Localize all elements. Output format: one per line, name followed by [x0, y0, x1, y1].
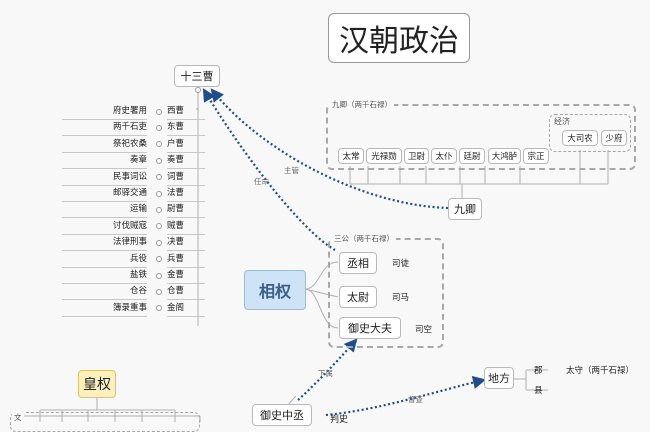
- sangong-taiwei: 太尉: [339, 286, 377, 308]
- difang-jun-note: 太守（两千石禄）: [566, 366, 635, 376]
- collapse-toggle-icon[interactable]: [156, 190, 162, 197]
- difang-xian: 县: [534, 386, 543, 396]
- cao-name: 奏曹: [167, 153, 205, 170]
- sangong-taiwei-note: 司马: [392, 293, 410, 303]
- cao-name: 西曹: [167, 104, 205, 120]
- cao-name: 词曹: [167, 170, 205, 186]
- shisancao-node: 十三曹: [174, 65, 220, 87]
- sangong-chengxiang-note: 司徒: [392, 259, 410, 269]
- cao-name: 户曹: [167, 137, 205, 153]
- jingji-member-shaofu: 少府: [601, 130, 627, 146]
- jiuqing-member: 廷尉: [459, 148, 485, 164]
- cao-duty: 府史署用: [62, 104, 147, 120]
- jingji-label: 经济: [552, 116, 572, 127]
- cao-duty: 两千石吏: [62, 120, 147, 137]
- collapse-toggle-icon[interactable]: [156, 272, 162, 279]
- difang-jun: 郡: [534, 366, 543, 376]
- sangong-yushidafu-note: 司空: [415, 325, 433, 335]
- connector-layer: [14, 88, 609, 422]
- cao-name: 贼曹: [167, 219, 205, 235]
- collapse-toggle-icon[interactable]: [156, 223, 162, 230]
- huangquan-children-group: [10, 412, 200, 432]
- edge-label-ducha: 督查: [408, 395, 423, 404]
- xiangquan-node: 相权: [244, 270, 306, 310]
- collapse-toggle-icon[interactable]: [156, 305, 162, 312]
- collapse-toggle-icon[interactable]: [156, 256, 162, 263]
- collapse-toggle-icon[interactable]: [156, 108, 162, 115]
- cao-duty: 运输: [62, 202, 147, 219]
- jiuqing-group-label: 九卿（两千石禄）: [330, 99, 394, 110]
- cao-duty: 奏章: [62, 153, 147, 170]
- cao-name: 金曹: [167, 268, 205, 284]
- collapse-toggle-icon[interactable]: [156, 288, 162, 295]
- cao-name: 仓曹: [167, 284, 205, 301]
- edge-label-panshi: 判史: [330, 415, 349, 425]
- jiuqing-member: 太常: [338, 148, 364, 164]
- collapse-toggle-icon[interactable]: [156, 141, 162, 148]
- jingji-group: [549, 114, 631, 152]
- huangquan-cut-label: 文: [12, 412, 24, 423]
- jiuqing-node: 九卿: [448, 198, 482, 220]
- cao-name: 决曹: [167, 235, 205, 252]
- page-title: 汉朝政治: [328, 13, 470, 63]
- collapse-toggle-icon[interactable]: [156, 124, 162, 131]
- sangong-yushidafu: 御史大夫: [339, 317, 401, 339]
- edge-label-zhuguan: 主管: [284, 166, 299, 175]
- jingji-member-dasinong: 大司农: [562, 130, 598, 146]
- cao-duty: 簿录重事: [62, 301, 147, 317]
- cao-name: 金阁: [167, 301, 205, 317]
- jiuqing-member: 宗正: [523, 148, 549, 164]
- cao-name: 法曹: [167, 186, 205, 202]
- cao-duty: 法律刑事: [62, 235, 147, 252]
- cao-name: 东曹: [167, 120, 205, 137]
- cao-duty: 讨伐贼寇: [62, 219, 147, 235]
- jiuqing-member: 大鸿胪: [488, 148, 521, 164]
- cao-duty: 仓谷: [62, 284, 147, 301]
- sangong-chengxiang: 丞相: [339, 252, 377, 274]
- cao-duty: 祭祀农桑: [62, 137, 147, 153]
- edge-label-xiashu: 下属: [318, 369, 333, 378]
- collapse-toggle-icon[interactable]: [156, 239, 162, 246]
- jiuqing-member: 太仆: [431, 148, 457, 164]
- jiuqing-group: [326, 104, 636, 170]
- collapse-toggle-icon[interactable]: [195, 87, 201, 93]
- difang-node: 地方: [484, 367, 514, 389]
- cao-duty: 盐铁: [62, 268, 147, 284]
- cao-duty: 民事词讼: [62, 170, 147, 186]
- collapse-toggle-icon[interactable]: [156, 206, 162, 213]
- cao-name: 兵曹: [167, 252, 205, 268]
- jiuqing-member: 卫尉: [404, 148, 429, 164]
- jiuqing-member: 光禄勋: [366, 148, 402, 164]
- cao-name: 尉曹: [167, 202, 205, 219]
- cao-duty: 兵役: [62, 252, 147, 268]
- collapse-toggle-icon[interactable]: [156, 174, 162, 181]
- edge-label-renming: 任命: [254, 177, 269, 186]
- collapse-toggle-icon[interactable]: [156, 157, 162, 164]
- sangong-group-label: 三公（两千石禄）: [332, 233, 396, 244]
- cao-duty: 邮驿交通: [62, 186, 147, 202]
- yushizhongcheng-node: 御史中丞: [252, 404, 312, 426]
- huangquan-node: 皇权: [78, 370, 116, 398]
